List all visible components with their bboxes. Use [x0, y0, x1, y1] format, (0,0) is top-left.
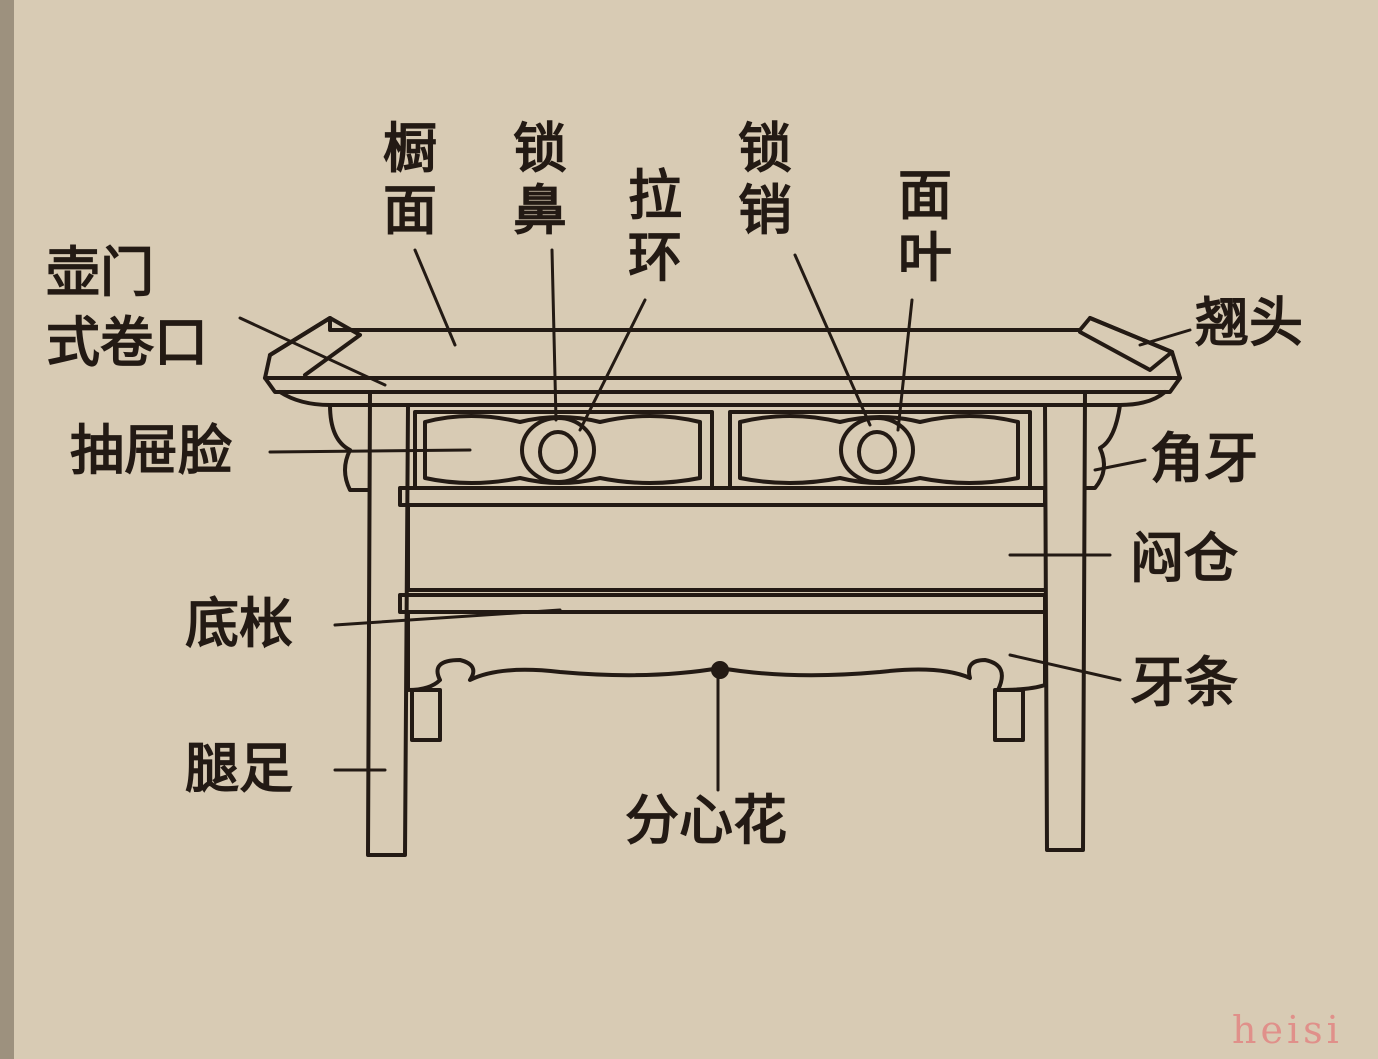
label-lock-hasp: 锁鼻: [513, 117, 567, 242]
label-cabinet-top: 橱面: [383, 117, 437, 242]
page-edge-shadow: [0, 0, 14, 1059]
right-everted-end: [1078, 316, 1174, 372]
bottom-stretcher: [398, 593, 1047, 614]
label-everted-end: 翘头: [1195, 291, 1303, 354]
label-lock-pin: 锁销: [738, 117, 792, 242]
label-center-flower: 分心花: [625, 789, 787, 852]
label-drawer-face: 抽屉脸: [70, 419, 232, 482]
label-face-plate: 面叶: [898, 164, 952, 289]
drawer-right: [728, 410, 1032, 490]
label-pull-ring: 拉环: [628, 164, 682, 289]
hidden-compartment: [406, 503, 1047, 592]
mid-rail: [398, 486, 1047, 507]
label-hidden-compartment: 闷仓: [1130, 527, 1238, 590]
face-plate-left: [520, 416, 596, 484]
label-apron: 牙条: [1130, 651, 1238, 714]
leader-lines: [238, 248, 1192, 792]
watermark: heisi: [1232, 1008, 1343, 1052]
apron: [406, 610, 1047, 692]
label-bottom-stretcher: 底枨: [185, 592, 293, 655]
table-top: [263, 316, 1182, 380]
face-plate-right: [839, 416, 915, 484]
right-corner-bracket: [1083, 403, 1122, 490]
label-kunmen-1: 壶门: [46, 241, 154, 304]
left-corner-bracket: [328, 403, 370, 492]
label-corner-bracket: 角牙: [1150, 427, 1258, 490]
label-kunmen-2: 式卷口: [46, 311, 208, 374]
right-leg: [1043, 390, 1087, 852]
left-everted-end: [268, 316, 362, 377]
label-leg: 腿足: [185, 737, 293, 800]
apron-band: [263, 376, 1182, 394]
center-flower: [711, 661, 729, 679]
